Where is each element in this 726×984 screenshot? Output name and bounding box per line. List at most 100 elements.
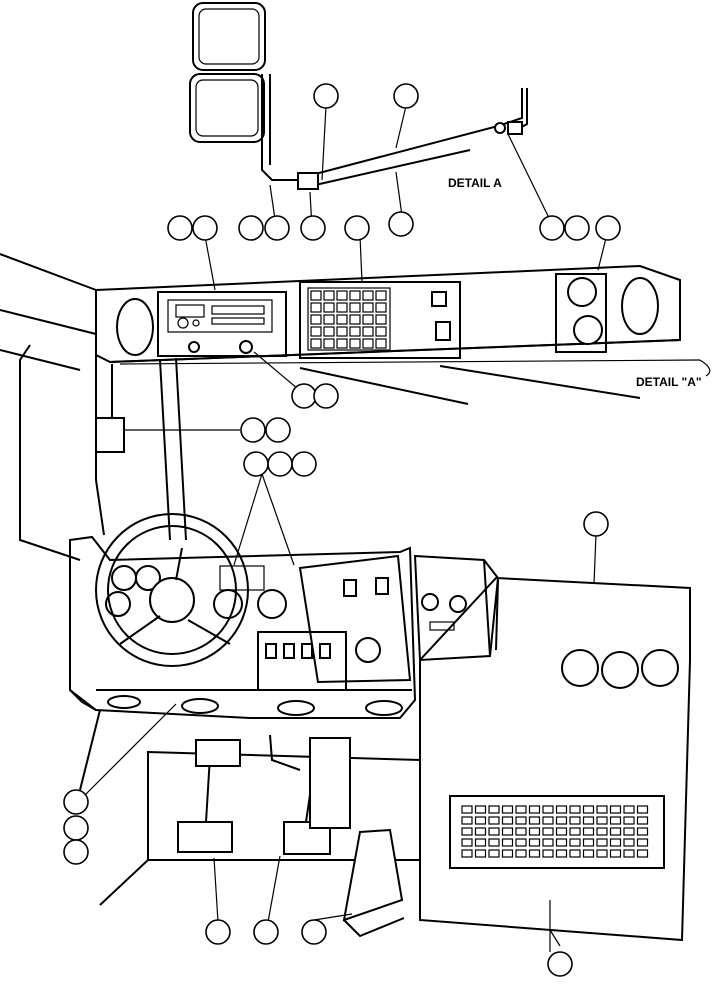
callout-balloon [313, 383, 339, 409]
grille-slot [555, 816, 568, 825]
callout-balloon [265, 417, 291, 443]
keypad-grid [310, 290, 387, 349]
keypad-key [323, 338, 335, 349]
callout-balloon [300, 215, 326, 241]
grille-slot [555, 827, 568, 836]
grille-slot [596, 827, 608, 836]
callout-balloon [192, 215, 218, 241]
keypad-key [362, 314, 374, 325]
callout-balloon [267, 451, 293, 477]
detail-a-label: DETAIL A [448, 176, 502, 190]
callout-balloon [243, 451, 269, 477]
cab-frame [0, 253, 701, 561]
side-control-box [413, 554, 500, 662]
brake-pedal [177, 821, 233, 853]
keypad-key [310, 290, 322, 301]
callout-balloon [63, 789, 89, 815]
grille-slot [474, 849, 487, 858]
callout-balloon [547, 951, 573, 977]
grille-slot [501, 838, 514, 847]
grille-slot [542, 827, 554, 836]
grille-slot [636, 827, 649, 836]
grille-slot [501, 849, 514, 858]
grille-slot [569, 827, 581, 836]
grille-slot [636, 816, 649, 825]
keypad-key [349, 314, 361, 325]
keypad-key [336, 290, 348, 301]
keypad-key [375, 326, 387, 337]
grille-slot [582, 805, 595, 814]
grille-slot [623, 816, 635, 825]
grille-slot [515, 805, 527, 814]
callout-balloon [205, 919, 231, 945]
grille-slot [474, 827, 487, 836]
grille-slot [555, 838, 568, 847]
grille-slot [636, 805, 649, 814]
grille-slot [474, 816, 487, 825]
grille-slot [488, 805, 500, 814]
steering-hub [149, 577, 195, 623]
grille-slot [474, 805, 487, 814]
grille-slot [542, 849, 554, 858]
grille-slot [461, 805, 473, 814]
grille-slot [596, 838, 608, 847]
grille-slot [636, 838, 649, 847]
keypad-key [349, 326, 361, 337]
grille-slot [461, 838, 473, 847]
grille-slot [488, 827, 500, 836]
callout-balloon [167, 215, 193, 241]
grille-slot [609, 849, 622, 858]
callout-balloon [240, 417, 266, 443]
callout-balloon [539, 215, 565, 241]
keypad-key [310, 326, 322, 337]
callout-balloons [63, 83, 621, 977]
grille-slot [501, 816, 514, 825]
callout-balloon [388, 211, 414, 237]
grille-slot [501, 805, 514, 814]
grille-slot [623, 838, 635, 847]
mirror-arm [299, 125, 499, 179]
callout-balloon [264, 215, 290, 241]
grille-slot [609, 827, 622, 836]
grille-slot [569, 805, 581, 814]
grille-slot [461, 816, 473, 825]
keypad-key [310, 338, 322, 349]
grille-slot [623, 849, 635, 858]
keypad-key [310, 314, 322, 325]
keypad-key [336, 314, 348, 325]
grille-slot [542, 816, 554, 825]
radio-panel [157, 291, 287, 357]
keypad-key [362, 302, 374, 313]
grille-slot [515, 838, 527, 847]
keypad-key [375, 302, 387, 313]
grille-slot [569, 838, 581, 847]
vent-grille [449, 795, 665, 869]
grille-slot [596, 816, 608, 825]
keypad-key [362, 290, 374, 301]
grille-slot [528, 827, 541, 836]
keypad-key [375, 290, 387, 301]
keypad-key [349, 338, 361, 349]
keypad-key [336, 302, 348, 313]
grille-slot [623, 827, 635, 836]
callout-balloon [291, 451, 317, 477]
keypad-key [323, 290, 335, 301]
grille-slot [528, 816, 541, 825]
keypad-key [323, 302, 335, 313]
callout-balloon [253, 919, 279, 945]
grille-slot [582, 838, 595, 847]
callout-balloon [595, 215, 621, 241]
callout-balloon [63, 815, 89, 841]
callout-balloon [393, 83, 419, 109]
grille-slot [488, 838, 500, 847]
keypad-key [362, 338, 374, 349]
grille-slot [542, 805, 554, 814]
callout-balloon [313, 83, 339, 109]
callout-balloon [238, 215, 264, 241]
grille-slot [474, 838, 487, 847]
grille-slot [636, 849, 649, 858]
grille-slot [596, 805, 608, 814]
grille-slot [555, 849, 568, 858]
grille-slot [596, 849, 608, 858]
